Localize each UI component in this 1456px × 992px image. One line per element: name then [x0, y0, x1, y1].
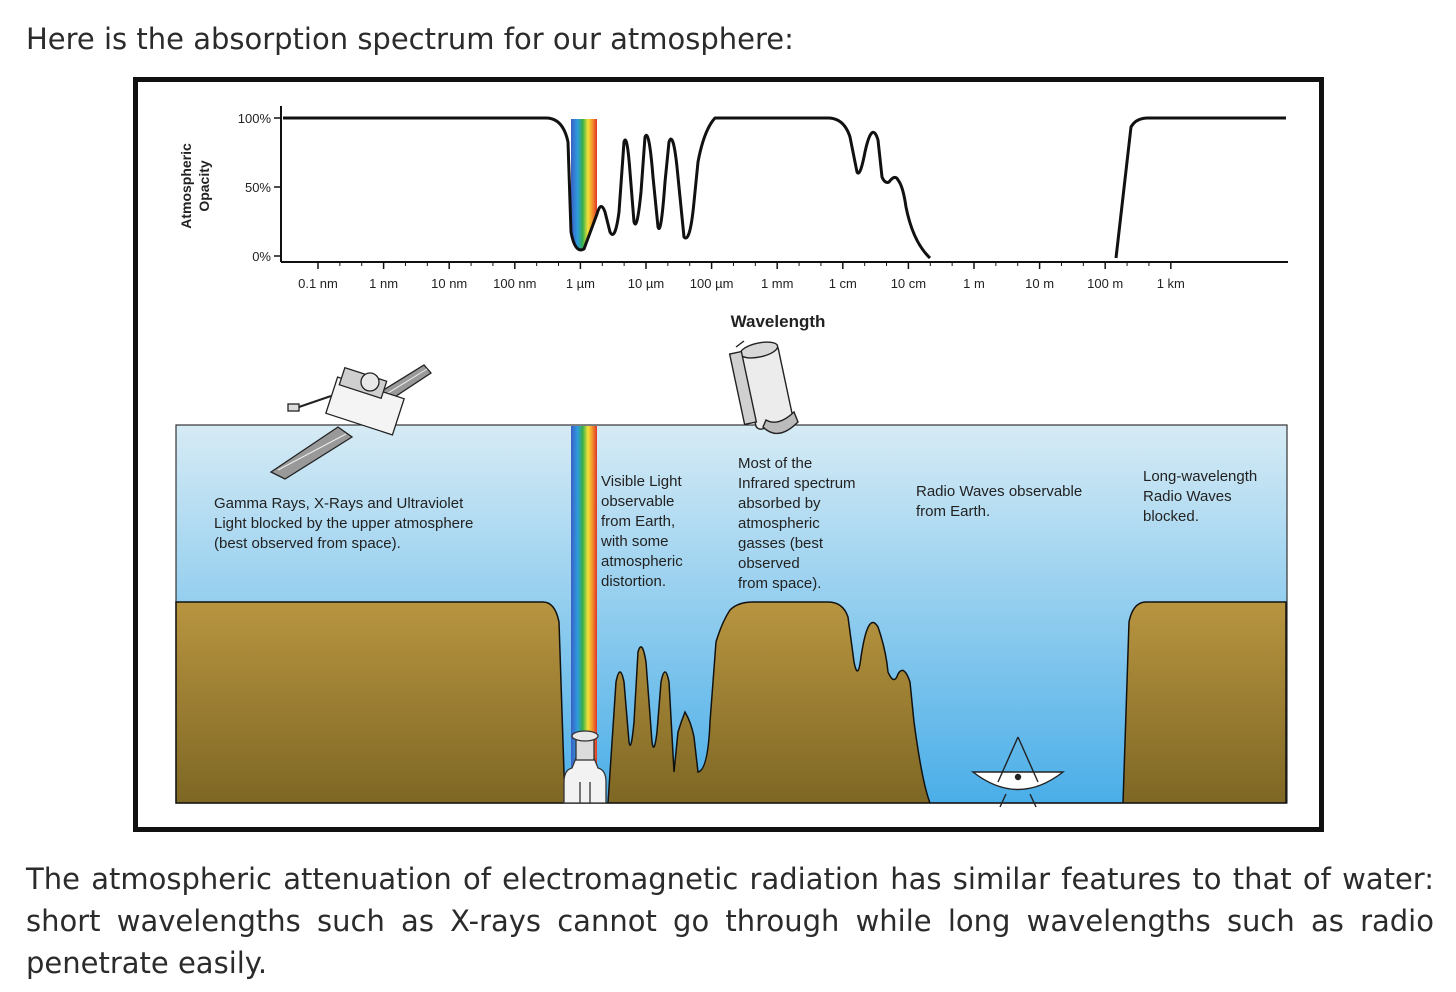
visible-band-chart — [571, 119, 597, 251]
caption-radio-waves: Radio Waves observable from Earth. — [916, 483, 1083, 520]
x-tick-label: 10 nm — [431, 276, 467, 291]
x-tick-label: 100 µm — [690, 276, 734, 291]
atmosphere-scene — [175, 340, 1288, 808]
x-axis-label: Wavelength — [731, 312, 826, 331]
y-tick-label: 100% — [238, 111, 272, 126]
x-tick-label: 0.1 nm — [298, 276, 338, 291]
radio-dish-icon — [970, 736, 1066, 808]
intro-paragraph: Here is the absorption spectrum for our … — [26, 22, 794, 56]
x-tick-label: 1 µm — [566, 276, 595, 291]
caption-long-radio: Long-wavelength Radio Waves blocked. — [1143, 468, 1258, 525]
y-tick-label: 50% — [245, 180, 271, 195]
opacity-curve — [283, 116, 932, 260]
caption-visible-light: Visible Light observable from Earth, wit… — [601, 473, 683, 590]
x-tick-label: 1 mm — [761, 276, 794, 291]
opacity-curve — [1114, 116, 1286, 259]
ground-absorption-profile — [175, 601, 1287, 804]
x-tick-label: 10 µm — [628, 276, 664, 291]
outro-paragraph: The atmospheric attenuation of electroma… — [26, 862, 1434, 980]
x-tick-label: 100 m — [1087, 276, 1123, 291]
space-telescope-icon — [728, 340, 799, 435]
x-tick-label: 100 nm — [493, 276, 536, 291]
caption-gamma-xray-uv: Gamma Rays, X-Rays and Ultraviolet Light… — [214, 495, 474, 552]
x-tick-label: 10 cm — [891, 276, 926, 291]
satellite-icon — [269, 364, 432, 480]
absorption-diagram: 100% 50% 0% Atmospheric Opacity 0.1 nm 1 … — [175, 106, 1288, 808]
x-tick-label: 1 cm — [829, 276, 857, 291]
absorption-spectrum-figure: 100% 50% 0% Atmospheric Opacity 0.1 nm 1 … — [133, 77, 1324, 832]
y-axis-label: Opacity — [196, 160, 212, 212]
caption-infrared: Most of the Infrared spectrum absorbed b… — [738, 455, 856, 592]
visible-band-scene — [571, 426, 597, 778]
opacity-chart: 100% 50% 0% Atmospheric Opacity 0.1 nm 1 … — [178, 106, 1288, 331]
y-axis-label: Atmospheric — [178, 143, 194, 229]
x-tick-label: 1 km — [1157, 276, 1185, 291]
y-tick-label: 0% — [252, 249, 271, 264]
x-tick-label: 1 nm — [369, 276, 398, 291]
x-tick-label: 10 m — [1025, 276, 1054, 291]
x-tick-label: 1 m — [963, 276, 985, 291]
x-axis-ticks: 0.1 nm 1 nm 10 nm 100 nm 1 µm 10 µm 100 µm 1 mm… — [298, 262, 1185, 291]
ground-telescope-icon — [563, 730, 607, 804]
